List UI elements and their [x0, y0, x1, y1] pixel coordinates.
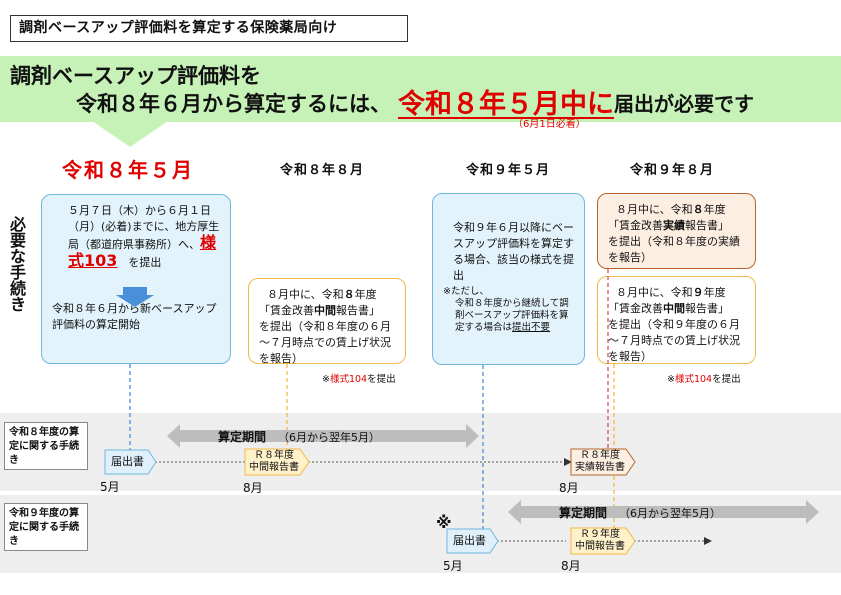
month-label-r9-aug: 8月	[561, 559, 581, 573]
r9-asterisk-mark: ※	[436, 513, 452, 532]
down-arrow-icon	[116, 287, 154, 307]
submission-suffix: を提出	[128, 256, 162, 269]
form-103-label: 様式103	[68, 233, 217, 270]
report-detail: を提出（令和９年度の６月～７月時点での賃上げ状況を報告）	[608, 318, 740, 363]
r9-note-head: ※ただし、	[443, 286, 489, 297]
deadline-note: （6月1日必着）	[513, 119, 586, 130]
line1-suffix: 年度	[703, 203, 726, 216]
banner-line-2-suffix: 届出が必要です	[614, 92, 754, 116]
period-range: （6月から翌年5月）	[619, 507, 722, 520]
timeline-arrowhead-r8	[564, 458, 572, 466]
tag-shape-r8-actual	[570, 448, 636, 476]
column-heading-r9-may: 令和９年５月	[466, 163, 551, 178]
banner-pointer-arrow	[92, 121, 168, 147]
footnote-form: 様式104	[674, 374, 713, 385]
footnote-suffix: を提出	[367, 374, 396, 385]
period-label-r8: 算定期間 （6月から翌年5月）	[218, 428, 380, 445]
report-prefix: 「賃金改善	[608, 219, 663, 232]
period-title: 算定期間	[218, 430, 267, 444]
report-kind: 中間	[314, 304, 336, 317]
timeline-label-r8: 令和８年度の算定に関する手続き	[4, 422, 88, 470]
period-arrow-r8	[167, 424, 479, 448]
required-procedures-heading: 必要な手続き	[7, 216, 26, 312]
r9-submission-text: 令和９年６月以降にベースアップ評価料を算定する場合、該当の様式を提出	[453, 221, 574, 282]
report-suffix: 報告書」	[685, 219, 729, 232]
banner-deadline: 令和８年５月中に	[398, 89, 614, 120]
report-suffix: 報告書」	[336, 304, 380, 317]
page-header-label: 調剤ベースアップ評価料を算定する保険薬局向け	[10, 15, 408, 42]
period-arrow-r9	[508, 500, 819, 524]
tag-line-1: Ｒ８年度	[254, 450, 294, 461]
column-heading-r8-aug: 令和８年８月	[280, 163, 365, 178]
box-r9-aug-actual-report: ８月中に、令和８年度 「賃金改善実績報告書」 を提出（令和８年度の実績を報告）	[597, 193, 756, 269]
month-label-r9-aug-actual: 8月	[559, 481, 579, 495]
tag-line-2: 実績報告書	[575, 462, 625, 473]
tag-line-2: 中間報告書	[249, 462, 299, 473]
line1-suffix: 年度	[354, 288, 377, 301]
month-label-r8-may: 5月	[100, 480, 120, 494]
banner-line-2-prefix: 令和８年６月から算定するには、	[76, 92, 391, 116]
line1-prefix: ８月中に、令和	[616, 286, 693, 299]
tag-line-2: 中間報告書	[575, 541, 625, 552]
period-label-r9: 算定期間 （6月から翌年5月）	[559, 504, 721, 521]
tag-r9-notification: 届出書	[453, 534, 486, 547]
month-label-r9-may: 5月	[443, 559, 463, 573]
report-suffix: 報告書」	[685, 302, 729, 315]
footnote-mark: ※	[322, 374, 330, 385]
box-r8-may-submission: ５月７日（木）から６月１日（月）(必着)までに、地方厚生局（都道府県事務所）へ、…	[41, 194, 231, 364]
tag-shape-r8-interim	[244, 448, 310, 476]
line1-prefix: ８月中に、令和	[267, 288, 344, 301]
tag-shape-r8-notification	[104, 449, 157, 475]
column-heading-r9-aug: 令和９年８月	[630, 163, 715, 178]
tag-r8-interim-report: Ｒ８年度中間報告書	[245, 450, 303, 474]
r9-note-emphasis: 提出不要	[512, 322, 551, 333]
banner-line-1: 調剤ベースアップ評価料を	[10, 64, 261, 88]
report-kind: 実績	[663, 219, 685, 232]
tag-shape-r9-notification	[446, 528, 499, 554]
column-heading-r8-may: 令和８年５月	[62, 158, 194, 182]
report-prefix: 「賃金改善	[608, 302, 663, 315]
line1-prefix: ８月中に、令和	[616, 203, 693, 216]
form-prefix: 、	[189, 238, 200, 251]
tag-r8-actual-report: Ｒ８年度実績報告書	[571, 450, 629, 474]
footnote-form-104-r9: ※様式104を提出	[667, 371, 741, 385]
box-r8-aug-interim-report: ８月中に、令和８年度 「賃金改善中間報告書」 を提出（令和８年度の６月～７月時点…	[248, 278, 406, 365]
r9-note-body: 令和８年度から継続して調剤ベースアップ評価料を算定する場合は提出不要	[443, 298, 574, 334]
line1-suffix: 年度	[703, 286, 726, 299]
period-range: （6月から翌年5月）	[278, 431, 381, 444]
box-r9-aug-interim-report: ８月中に、令和９年度 「賃金改善中間報告書」 を提出（令和９年度の６月～７月時点…	[597, 276, 756, 364]
tag-r8-notification: 届出書	[111, 455, 144, 468]
footnote-mark: ※	[667, 374, 675, 385]
footnote-form: 様式104	[329, 374, 368, 385]
fiscal-year: ８	[692, 203, 704, 216]
report-detail: を提出（令和８年度の６月～７月時点での賃上げ状況を報告）	[259, 320, 391, 365]
tag-line-1: Ｒ８年度	[580, 450, 620, 461]
submission-instructions: ５月７日（木）から６月１日（月）(必着)までに、地方厚生局（都道府県事務所）へ	[68, 204, 220, 251]
tag-line-1: Ｒ９年度	[580, 529, 620, 540]
r9-note-text: 令和８年度から継続して調剤ベースアップ評価料を算定する場合は	[455, 298, 569, 333]
report-prefix: 「賃金改善	[259, 304, 314, 317]
footnote-suffix: を提出	[712, 374, 741, 385]
fiscal-year: ８	[343, 288, 355, 301]
headline-banner	[0, 56, 841, 122]
report-detail: を提出（令和８年度の実績を報告）	[608, 235, 740, 264]
report-kind: 中間	[663, 302, 685, 315]
timeline-label-r9: 令和９年度の算定に関する手続き	[4, 503, 88, 551]
box-r9-may-submission: 令和９年６月以降にベースアップ評価料を算定する場合、該当の様式を提出 ※ただし、…	[432, 193, 585, 365]
fiscal-year: ９	[692, 286, 704, 299]
period-title: 算定期間	[559, 506, 608, 520]
calculation-start-text: 令和８年６月から新ベースアップ評価料の算定開始	[52, 302, 217, 331]
month-label-r8-aug: 8月	[243, 481, 263, 495]
tag-r9-interim-report: Ｒ９年度中間報告書	[571, 529, 629, 553]
tag-shape-r9-interim	[570, 527, 636, 555]
footnote-form-104-r8: ※様式104を提出	[322, 371, 396, 385]
timeline-arrowhead-r9	[704, 537, 712, 545]
